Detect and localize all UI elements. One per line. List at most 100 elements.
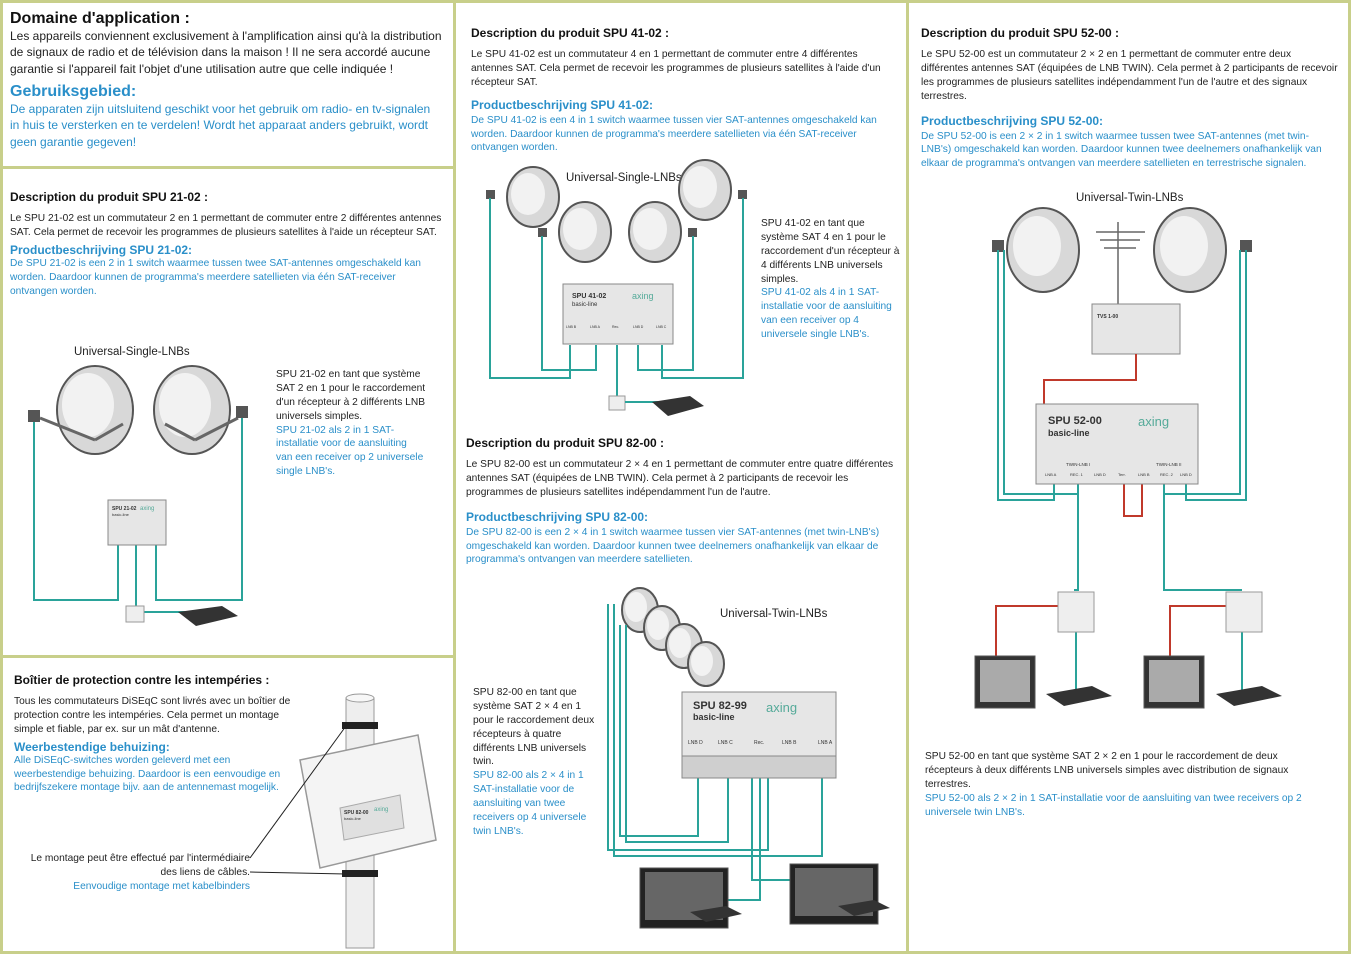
spu8200-title-fr: Description du produit SPU 82-00 :: [466, 436, 665, 450]
spu8200-diagram: SPU 82-99 basic-line axing LNB D LNB C R…: [607, 587, 890, 929]
spu8200-text-nl: De SPU 82-00 is een 2 × 4 in 1 switch wa…: [466, 526, 880, 566]
spu5200-device-line: basic-line: [1048, 428, 1090, 438]
terrestrial-antenna-icon: [1096, 222, 1145, 305]
spu5200-lnb-label: Universal-Twin-LNBs: [1076, 192, 1184, 204]
domaine-text-nl: De apparaten zijn uitsluitend geschikt v…: [10, 101, 431, 149]
spu4102-caption-nl: SPU 41-02 als 4 in 1 SAT-installatie voo…: [761, 287, 892, 340]
wall-socket-icon: [125, 605, 145, 623]
dish-icon: [153, 365, 248, 455]
spu2102-text-fr: Le SPU 21-02 est un commutateur 2 en 1 p…: [10, 213, 442, 238]
spu5200-text-fr: Le SPU 52-00 est un commutateur 2 × 2 en…: [921, 49, 1338, 102]
boitier-text-fr: Tous les commutateurs DiSEqC sont livrés…: [14, 696, 291, 735]
spu5200-twin-b: TWIN-LNB II: [1156, 462, 1182, 467]
spu8200-caption-fr: SPU 82-00 en tant que système SAT 2 × 4 …: [473, 687, 595, 768]
spu4102-port-label: LNB D: [633, 325, 644, 329]
spu4102-diagram: SPU 41-02 basic-line axing LNB B LNB A R…: [486, 159, 747, 416]
domaine-text-fr: Les appareils conviennent exclusivement …: [10, 29, 442, 76]
column-divider-2: [906, 0, 909, 954]
row-divider-1: [0, 166, 455, 169]
spu8200-device-line: basic-line: [693, 712, 735, 722]
spu2102-caption-fr: SPU 21-02 en tant que système SAT 2 en 1…: [276, 369, 426, 422]
dish-icon: [678, 159, 747, 221]
dish-icon: [28, 365, 134, 455]
spu4102-title-nl: Productbeschrijving SPU 41-02:: [471, 97, 654, 112]
spu4102-port-label: LNB B: [566, 325, 577, 329]
spu8200-port-label: Rec.: [754, 740, 764, 746]
spu2102-title-fr: Description du produit SPU 21-02 :: [10, 190, 209, 204]
boitier-section: Boîtier de protection contre les intempé…: [14, 673, 294, 795]
spu4102-section: Description du produit SPU 41-02 : Le SP…: [471, 26, 901, 155]
spu8200-lnb-label: Universal-Twin-LNBs: [720, 608, 828, 620]
boitier-caption-fr: Le montage peut être effectué par l'inte…: [30, 853, 250, 878]
spu5200-brand-logo: axing: [1138, 414, 1169, 429]
row-divider-2: [0, 655, 455, 658]
spu5200-device-name: SPU 52-00: [1048, 415, 1102, 427]
boitier-caption: Le montage peut être effectué par l'inte…: [16, 852, 250, 894]
spu4102-device-line: basic-line: [572, 302, 598, 308]
spu8200-caption: SPU 82-00 en tant que système SAT 2 × 4 …: [473, 686, 603, 839]
spu5200-twin-a: TWIN-LNB I: [1066, 462, 1090, 467]
spu4102-caption: SPU 41-02 en tant que système SAT 4 en 1…: [761, 217, 901, 342]
spu5200-text-nl: De SPU 52-00 is een 2 × 2 in 1 switch wa…: [921, 130, 1322, 170]
spu5200-port-label: LNB D: [1094, 472, 1106, 477]
spu2102-caption-nl: SPU 21-02 als 2 in 1 SAT-installatie voo…: [276, 424, 424, 478]
spu8200-brand-logo: axing: [766, 700, 797, 715]
boitier-brand-logo: axing: [374, 807, 388, 813]
domaine-title-fr: Domaine d'application :: [10, 10, 190, 27]
boitier-device-name: SPU 82-00: [344, 810, 369, 816]
spu4102-title-fr: Description du produit SPU 41-02 :: [471, 26, 670, 40]
receiver-icon: [1216, 686, 1282, 706]
spu2102-device-line: basic-line: [112, 512, 130, 517]
spu5200-section: Description du produit SPU 52-00 : Le SP…: [921, 26, 1339, 171]
dish-icon: [992, 207, 1080, 293]
dish-icon: [486, 166, 560, 228]
spu8200-text-fr: Le SPU 82-00 est un commutateur 2 × 4 en…: [466, 459, 894, 498]
spu2102-section: Description du produit SPU 21-02 : Le SP…: [10, 190, 442, 298]
spu4102-port-label: Rec.: [612, 325, 619, 329]
spu4102-lnb-label: Universal-Single-LNBs: [566, 172, 682, 184]
receiver-icon: [178, 606, 238, 626]
spu8200-port-label: LNB A: [818, 740, 833, 746]
boitier-caption-nl: Eenvoudige montage met kabelbinders: [73, 880, 250, 892]
spu5200-port-label: REC. 1: [1070, 472, 1084, 477]
spu5200-caption-fr: SPU 52-00 en tant que système SAT 2 × 2 …: [925, 751, 1289, 790]
spu5200-amp-name: TVS 1-00: [1097, 314, 1118, 320]
spu5200-port-label: REC. 2: [1160, 472, 1174, 477]
spu2102-title-nl: Productbeschrijving SPU 21-02:: [10, 242, 193, 257]
dish-icon: [628, 201, 697, 263]
spu4102-text-fr: Le SPU 41-02 est un commutateur 4 en 1 p…: [471, 49, 881, 88]
receiver-icon: [690, 906, 742, 922]
spu8200-section: Description du produit SPU 82-00 : Le SP…: [466, 436, 901, 567]
spu5200-port-label: Terr.: [1118, 472, 1126, 477]
spu8200-port-label: LNB C: [718, 740, 733, 746]
spu2102-text-nl: De SPU 21-02 is een 2 in 1 switch waarme…: [10, 257, 421, 297]
boitier-text-nl: Alle DiSEqC-switches worden geleverd met…: [14, 754, 281, 794]
domaine-section: Domaine d'application : Les appareils co…: [10, 10, 442, 150]
boitier-diagram: SPU 82-00 basic-line axing: [249, 693, 437, 949]
domaine-title-nl: Gebruiksgebied:: [10, 82, 137, 100]
spu5200-port-label: LNB A: [1045, 472, 1057, 477]
boitier-title-nl: Weerbestendige behuizing:: [14, 739, 170, 754]
spu8200-device-name: SPU 82-99: [693, 700, 747, 712]
spu8200-port-label: LNB D: [688, 740, 703, 746]
spu5200-caption: SPU 52-00 en tant que système SAT 2 × 2 …: [925, 750, 1325, 819]
spu8200-title-nl: Productbeschrijving SPU 82-00:: [466, 509, 649, 524]
dish-icon: [687, 641, 725, 687]
spu4102-device-name: SPU 41-02: [572, 293, 606, 300]
dish-icon: [538, 201, 612, 263]
spu2102-brand-logo: axing: [140, 506, 154, 512]
boitier-title-fr: Boîtier de protection contre les intempé…: [14, 673, 270, 687]
spu4102-port-label: LNB C: [656, 325, 667, 329]
spu4102-text-nl: De SPU 41-02 is een 4 in 1 switch waarme…: [471, 114, 877, 154]
spu5200-port-label: LNB B: [1138, 472, 1150, 477]
wall-socket-icon: [1225, 591, 1263, 633]
spu8200-caption-nl: SPU 82-00 als 2 × 4 in 1 SAT-installatie…: [473, 770, 587, 837]
spu5200-port-label: LNB D: [1180, 472, 1192, 477]
receiver-icon: [652, 396, 704, 416]
spu4102-port-label: LNB A: [590, 325, 601, 329]
dish-icon: [1153, 207, 1252, 293]
spu4102-brand-logo: axing: [632, 291, 654, 301]
spu8200-port-label: LNB B: [782, 740, 797, 746]
